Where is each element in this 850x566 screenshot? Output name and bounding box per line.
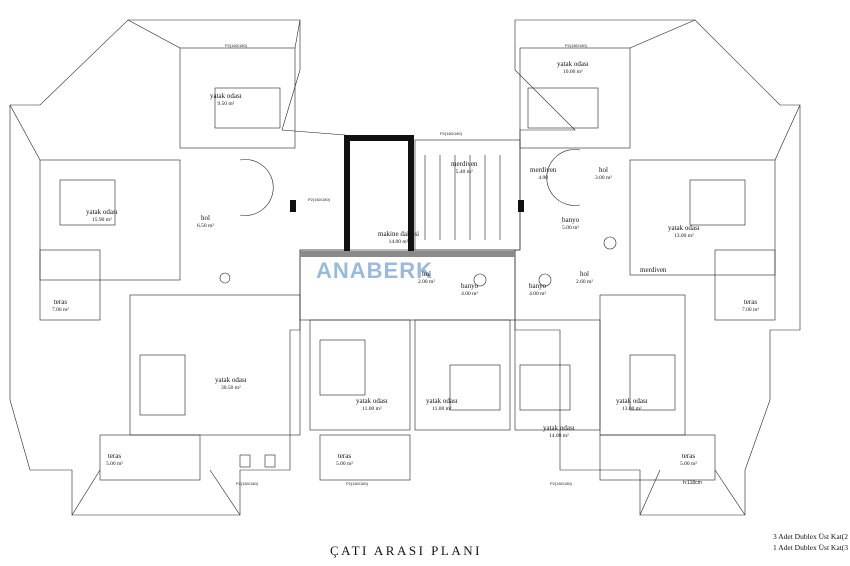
room-name: hol: [200, 214, 210, 222]
room-name: merdiven: [451, 160, 478, 168]
plan-title: ÇATI ARASI PLANI: [330, 543, 482, 558]
room-name: yatak odası: [426, 397, 458, 405]
room-label-yatak-odasi-3: yatak odası 15.90 m²: [86, 208, 118, 224]
room-label-yatak-odasi-7: yatak odası 11.00 m²: [426, 397, 458, 413]
room-area: 5.40 m²: [455, 169, 473, 175]
room-name: hol: [579, 270, 589, 278]
room-name: yatak odası: [668, 224, 700, 232]
room-name: teras: [337, 452, 352, 460]
room-name: banyo: [461, 282, 479, 290]
room-name: yatak odası: [543, 424, 575, 432]
room-label-banyo-1: banyo 5.00 m²: [562, 216, 579, 232]
room-name: merdiven: [640, 266, 667, 274]
room-name: yatak odası: [557, 60, 589, 68]
room-area: 4.00: [538, 175, 549, 181]
room-name: yatak odası: [215, 376, 247, 384]
room-area: 11.00 m²: [362, 406, 382, 412]
room-area: 5.00 m²: [562, 225, 580, 231]
room-label-yatak-odasi-2: yatak odası 10.00 m²: [557, 60, 589, 76]
room-name: yatak odası: [86, 208, 118, 216]
room-area: 30.50 m²: [221, 385, 241, 391]
room-name: teras: [53, 298, 68, 306]
room-name: banyo: [529, 282, 547, 290]
room-area: 13.00 m²: [674, 233, 694, 239]
room-area: 15.90 m²: [92, 217, 112, 223]
room-name: hol: [598, 166, 608, 174]
room-area: 5.00 m²: [336, 461, 353, 467]
room-area: 4.00 m²: [529, 291, 547, 297]
room-area: 7.00 m²: [52, 307, 69, 313]
room-name: merdiven: [530, 166, 557, 174]
room-area: 11.00 m²: [432, 406, 452, 412]
roof-outline-left: [9, 19, 346, 516]
room-name: yatak odası: [210, 92, 242, 100]
room-label-hol-2: hol 3.00 m²: [595, 166, 612, 182]
room-area: 2.60 m²: [576, 279, 593, 285]
window-code: P2(160/180): [308, 197, 331, 202]
room-name: banyo: [562, 216, 580, 224]
room-label-hol-4: hol 2.60 m²: [576, 270, 593, 286]
room-area: 9.50 m²: [217, 101, 235, 107]
level-mark: h:118cm: [683, 480, 702, 486]
room-area: 4.00 m²: [461, 291, 479, 297]
room-label-merdiven-3: merdiven: [640, 266, 666, 274]
room-label-yatak-odasi-5: yatak odası 30.50 m²: [215, 376, 247, 392]
room-label-teras-3: teras 5.00 m²: [106, 452, 123, 468]
room-label-makine-dairesi: makine dairesi 14.00 m²: [378, 230, 419, 246]
room-name: makine dairesi: [378, 230, 420, 238]
room-label-banyo-3: banyo 4.00 m²: [529, 282, 546, 298]
window-code: P2(160/180): [225, 43, 248, 48]
room-area: 5.00 m²: [680, 461, 697, 467]
room-area: 7.00 m²: [742, 307, 759, 313]
room-label-yatak-odasi-1: yatak odası 9.50 m²: [210, 92, 242, 108]
room-label-yatak-odasi-4: yatak odası 13.00 m²: [668, 224, 700, 240]
room-label-yatak-odasi-6: yatak odası 11.00 m²: [356, 397, 388, 413]
room-label-teras-1: teras 7.00 m²: [52, 298, 69, 314]
room-area: 13.00 m²: [622, 406, 642, 412]
room-name: yatak odası: [356, 397, 388, 405]
room-label-teras-2: teras 7.00 m²: [742, 298, 759, 314]
room-area: 14.00 m²: [549, 433, 569, 439]
room-area: 6.50 m²: [197, 223, 214, 229]
note-line-1: 3 Adet Dublex Üst Kat(2: [773, 532, 848, 541]
room-area: 10.00 m²: [563, 69, 583, 75]
window-code: P2(160/180): [236, 481, 259, 486]
room-name: hol: [421, 270, 431, 278]
room-name: teras: [107, 452, 122, 460]
note-line-2: 1 Adet Dublex Üst Kat(3: [773, 543, 848, 552]
room-area: 5.00 m²: [106, 461, 123, 467]
room-label-teras-4: teras 5.00 m²: [336, 452, 353, 468]
room-label-merdiven-1: merdiven 5.40 m²: [451, 160, 477, 176]
room-area: 3.00 m²: [595, 175, 612, 181]
watermark: ANABERK: [316, 258, 433, 283]
room-label-yatak-odasi-8: yatak odası 14.00 m²: [543, 424, 575, 440]
room-label-yatak-odasi-9: yatak odası 13.00 m²: [616, 397, 648, 413]
room-label-banyo-2: banyo 4.00 m²: [461, 282, 478, 298]
room-name: teras: [743, 298, 758, 306]
room-label-hol-3: hol 2.00 m²: [418, 270, 435, 286]
window-code: P2(160/180): [346, 481, 369, 486]
window-code: P2(160/180): [440, 131, 463, 136]
room-label-teras-5: teras 5.00 m²: [680, 452, 697, 468]
window-code: P2(160/180): [550, 481, 573, 486]
window-code: P2(160/180): [565, 43, 588, 48]
room-area: 14.00 m²: [388, 239, 409, 245]
room-label-hol-1: hol 6.50 m²: [197, 214, 214, 230]
room-name: yatak odası: [616, 397, 648, 405]
room-name: teras: [681, 452, 696, 460]
room-area: 2.00 m²: [418, 279, 435, 285]
room-label-merdiven-2: merdiven 4.00: [530, 166, 556, 182]
